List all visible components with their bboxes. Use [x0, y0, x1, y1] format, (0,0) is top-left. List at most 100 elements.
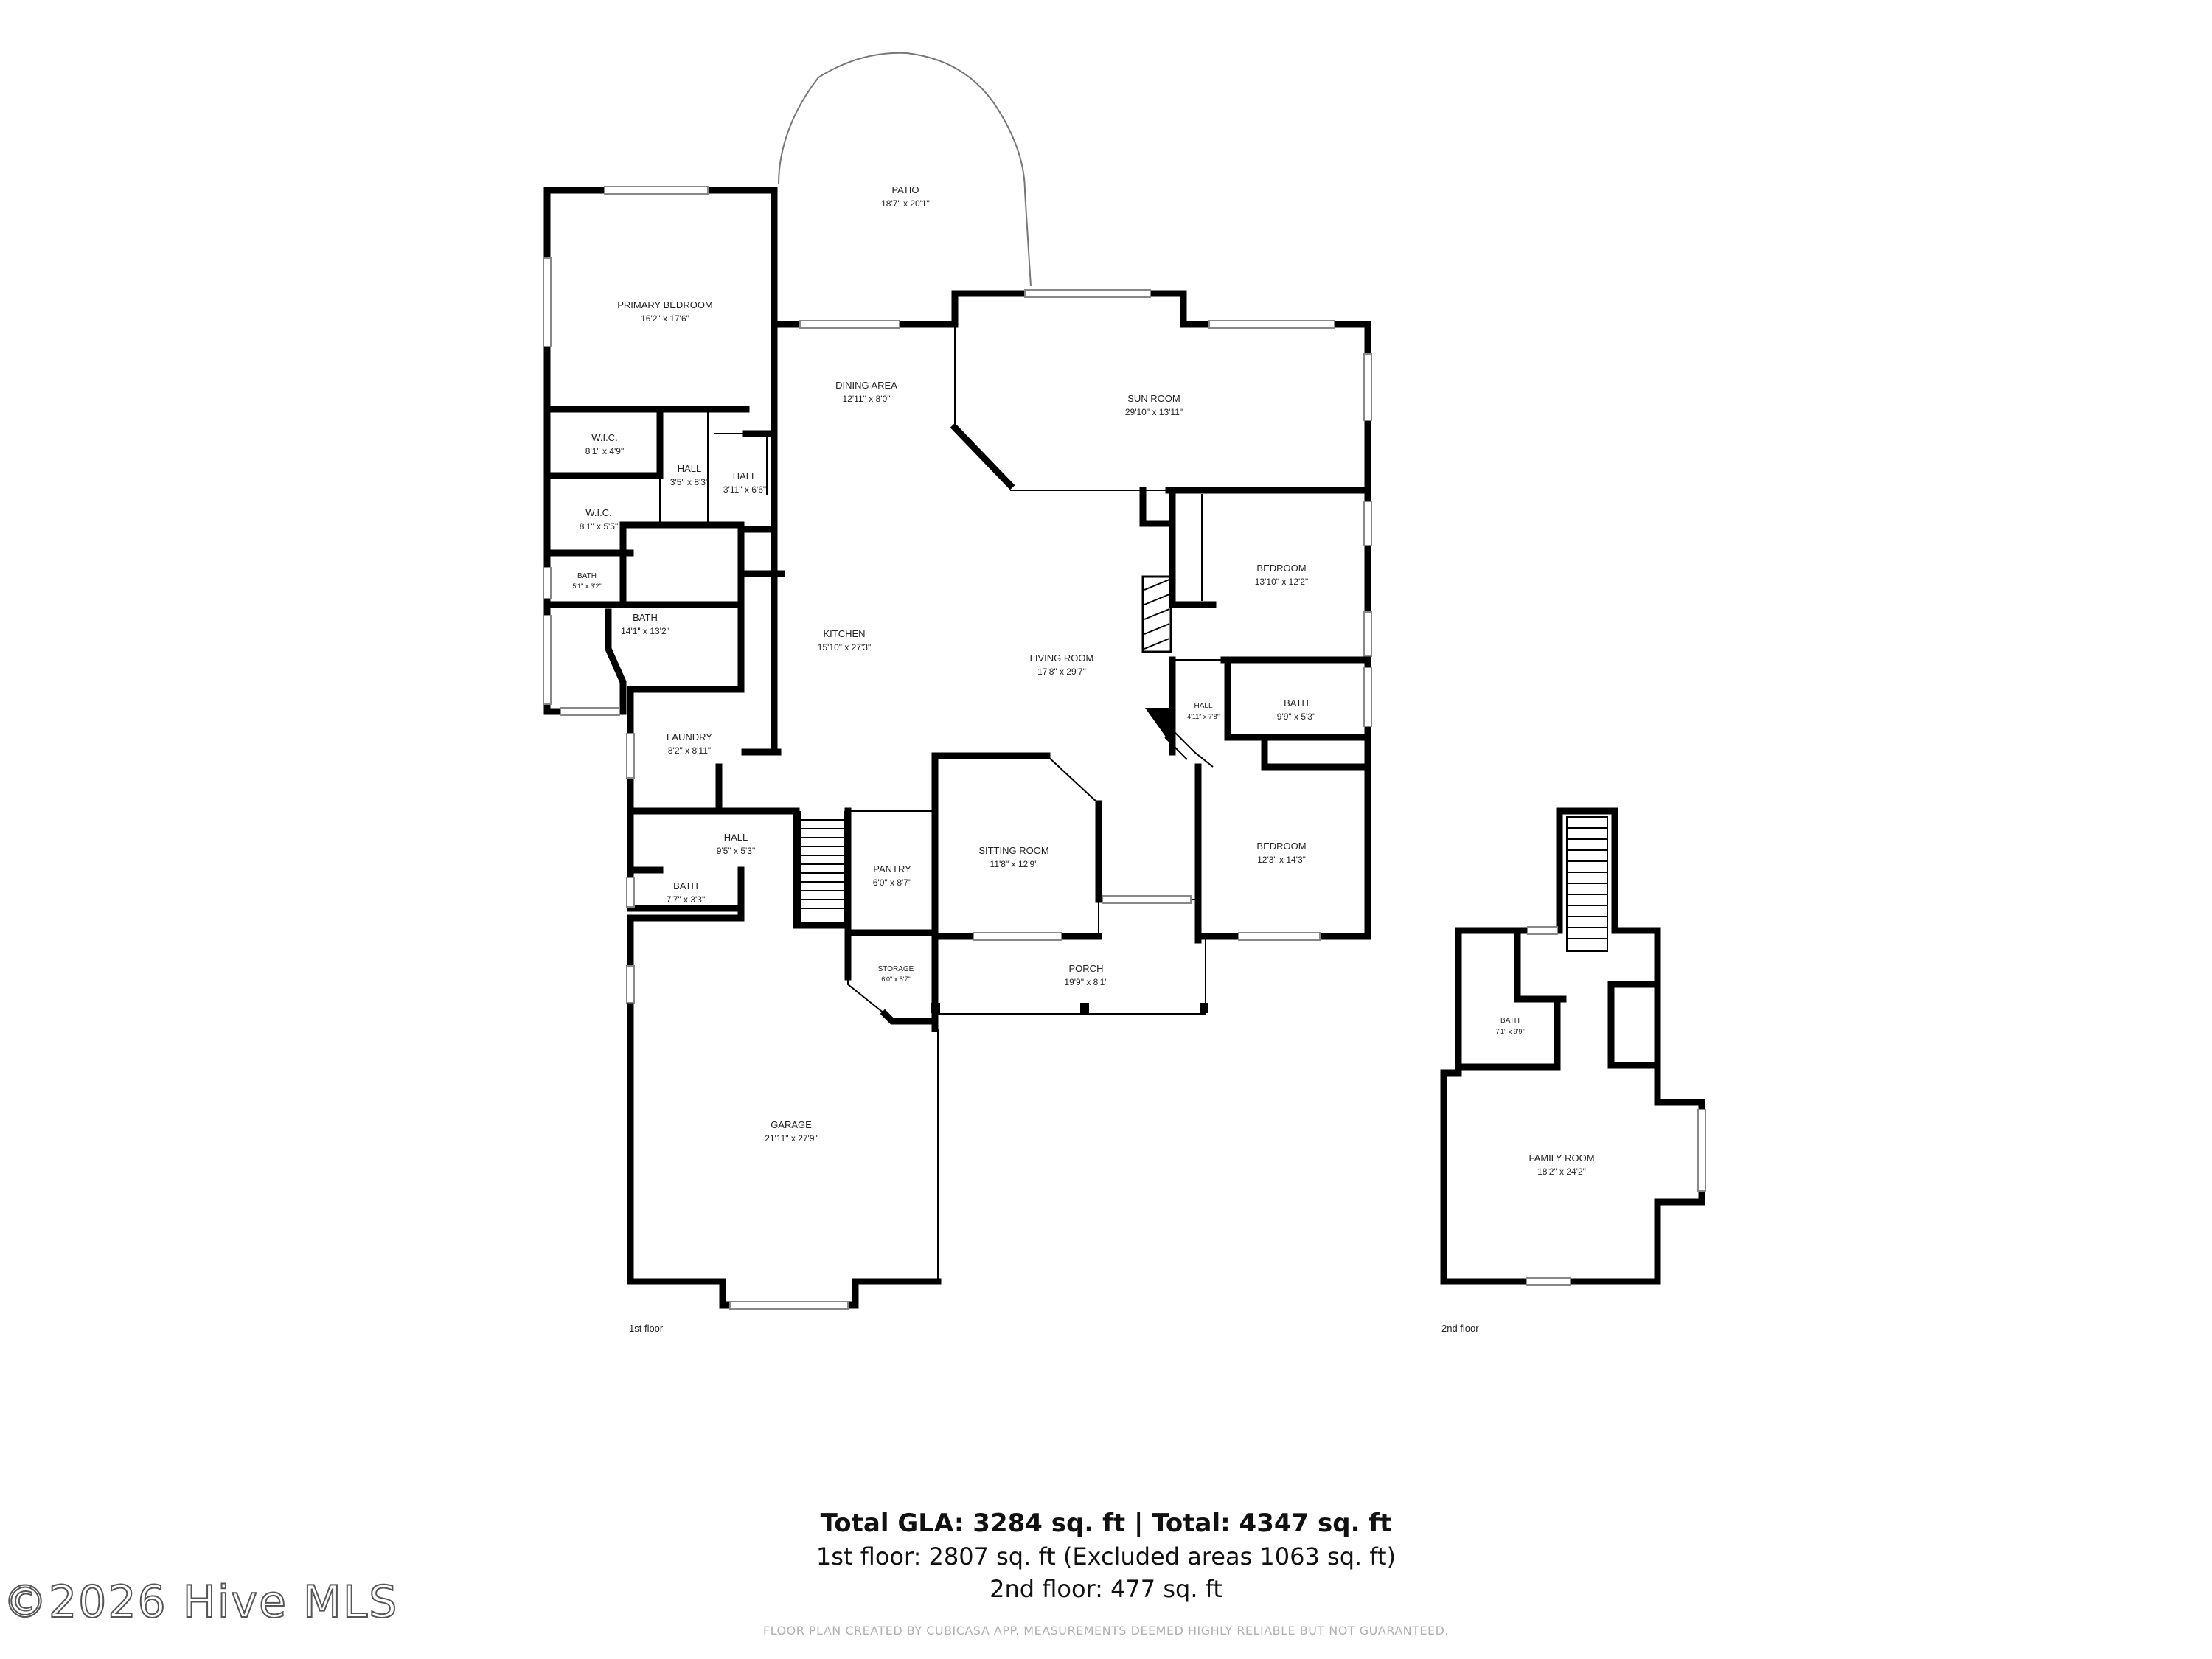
- floor1-area-summary: 1st floor: 2807 sq. ft (Excluded areas 1…: [815, 1543, 1397, 1571]
- svg-text:19'9" x 8'1": 19'9" x 8'1": [1064, 977, 1107, 987]
- svg-text:STORAGE: STORAGE: [878, 965, 914, 973]
- room-label-sitting-room: SITTING ROOM 11'8" x 12'9": [978, 845, 1048, 869]
- sitting-room-walls: [931, 752, 1198, 941]
- svg-text:BATH: BATH: [1284, 698, 1309, 709]
- svg-text:16'2" x 17'6": 16'2" x 17'6": [641, 313, 689, 324]
- second-floor-walls: [1440, 807, 1706, 1286]
- room-label-dining-area: DINING AREA 12'11" x 8'0": [835, 380, 897, 404]
- svg-text:PRIMARY BEDROOM: PRIMARY BEDROOM: [617, 299, 713, 310]
- room-label-bedroom-2: BEDROOM 12'3" x 14'3": [1256, 841, 1306, 865]
- svg-text:LAUNDRY: LAUNDRY: [667, 731, 712, 742]
- primary-bath-walls: [543, 521, 745, 716]
- svg-text:BATH: BATH: [577, 572, 597, 580]
- room-label-family-room: FAMILY ROOM 18'2" x 24'2": [1528, 1152, 1594, 1177]
- wic-hall-walls: [543, 406, 768, 608]
- room-label-wic-2: W.I.C. 8'1" x 5'5": [580, 507, 618, 532]
- svg-text:5'1" x 3'2": 5'1" x 3'2": [572, 582, 601, 590]
- bedroom-2-walls: [1194, 932, 1371, 941]
- room-label-bath-primary: BATH 14'1" x 13'2": [621, 612, 669, 636]
- svg-text:29'10" x 13'11": 29'10" x 13'11": [1125, 407, 1183, 417]
- svg-text:SUN ROOM: SUN ROOM: [1127, 393, 1180, 404]
- room-label-laundry: LAUNDRY 8'2" x 8'11": [667, 731, 712, 756]
- fireplace: [1141, 575, 1172, 741]
- east-wing-walls: [1164, 487, 1372, 944]
- total-area-summary: Total GLA: 3284 sq. ft | Total: 4347 sq.…: [820, 1509, 1392, 1538]
- disclaimer-text: FLOOR PLAN CREATED BY CUBICASA APP. MEAS…: [762, 1624, 1450, 1638]
- main-living-walls: [737, 290, 1220, 756]
- room-label-bedroom-1: BEDROOM 13'10" x 12'2": [1255, 563, 1309, 587]
- svg-text:12'3" x 14'3": 12'3" x 14'3": [1257, 855, 1306, 865]
- room-label-bath-small: BATH 5'1" x 3'2": [572, 572, 601, 590]
- svg-text:11'8" x 12'9": 11'8" x 12'9": [990, 859, 1038, 869]
- svg-text:18'2" x 24'2": 18'2" x 24'2": [1537, 1166, 1586, 1177]
- stairs-1st-floor: [799, 811, 845, 922]
- garage-walls: [626, 914, 942, 1310]
- svg-text:7'1" x 9'9": 7'1" x 9'9": [1495, 1028, 1524, 1035]
- room-label-pantry: PANTRY 6'0" x 8'7": [873, 863, 911, 888]
- svg-text:BATH: BATH: [1500, 1017, 1520, 1025]
- svg-text:LIVING ROOM: LIVING ROOM: [1030, 653, 1094, 664]
- floor-label-1st: 1st floor: [629, 1323, 664, 1334]
- room-label-living-room: LIVING ROOM 17'8" x 29'7": [1030, 653, 1094, 677]
- svg-text:W.I.C.: W.I.C.: [591, 432, 617, 443]
- watermark-text: ©2026 Hive MLS: [2, 1576, 399, 1629]
- room-label-primary-bedroom: PRIMARY BEDROOM 16'2" x 17'6": [617, 299, 713, 324]
- svg-text:DINING AREA: DINING AREA: [835, 380, 897, 391]
- svg-text:HALL: HALL: [678, 463, 702, 474]
- svg-text:BATH: BATH: [673, 880, 698, 891]
- room-label-hall-2: HALL 3'11" x 6'6": [723, 470, 766, 495]
- svg-text:7'7" x 3'3": 7'7" x 3'3": [667, 894, 705, 905]
- svg-text:4'11" x 7'8": 4'11" x 7'8": [1187, 713, 1220, 720]
- svg-text:PATIO: PATIO: [891, 184, 919, 195]
- svg-text:14'1" x 13'2": 14'1" x 13'2": [621, 626, 669, 636]
- porch-walls: [931, 936, 1208, 1015]
- floor-label-2nd: 2nd floor: [1441, 1323, 1479, 1334]
- svg-text:BEDROOM: BEDROOM: [1256, 563, 1306, 574]
- room-label-sun-room: SUN ROOM 29'10" x 13'11": [1125, 393, 1183, 417]
- room-label-hall-1: HALL 3'5" x 8'3": [670, 463, 709, 487]
- svg-text:8'1" x 4'9": 8'1" x 4'9": [585, 446, 624, 456]
- svg-text:3'5" x 8'3": 3'5" x 8'3": [670, 477, 709, 487]
- svg-text:PORCH: PORCH: [1069, 963, 1104, 974]
- svg-text:6'0" x 5'7": 6'0" x 5'7": [881, 975, 910, 983]
- service-walls: [626, 686, 939, 936]
- svg-text:HALL: HALL: [724, 832, 748, 843]
- svg-text:KITCHEN: KITCHEN: [823, 628, 865, 639]
- svg-text:SITTING ROOM: SITTING ROOM: [978, 845, 1048, 856]
- svg-text:8'2" x 8'11": 8'2" x 8'11": [668, 745, 711, 756]
- svg-text:12'11" x 8'0": 12'11" x 8'0": [843, 394, 891, 404]
- svg-text:FAMILY ROOM: FAMILY ROOM: [1528, 1152, 1594, 1164]
- svg-text:W.I.C.: W.I.C.: [585, 507, 611, 518]
- svg-text:9'5" x 5'3": 9'5" x 5'3": [717, 846, 755, 856]
- storage-walls: [844, 929, 939, 1032]
- svg-text:GARAGE: GARAGE: [771, 1119, 812, 1130]
- room-label-storage: STORAGE 6'0" x 5'7": [878, 965, 914, 983]
- room-label-wic-1: W.I.C. 8'1" x 4'9": [585, 432, 624, 456]
- room-label-bath-half: BATH 7'7" x 3'3": [667, 880, 705, 905]
- room-label-hall-3: HALL 4'11" x 7'8": [1187, 702, 1220, 720]
- svg-text:HALL: HALL: [733, 470, 757, 481]
- room-label-garage: GARAGE 21'11" x 27'9": [765, 1119, 818, 1144]
- svg-text:21'11" x 27'9": 21'11" x 27'9": [765, 1133, 818, 1144]
- svg-text:8'1" x 5'5": 8'1" x 5'5": [580, 521, 618, 532]
- patio-outline: [778, 52, 1032, 287]
- svg-text:6'0" x 8'7": 6'0" x 8'7": [873, 877, 911, 888]
- svg-text:17'8" x 29'7": 17'8" x 29'7": [1037, 667, 1086, 677]
- room-label-patio: PATIO 18'7" x 20'1": [881, 184, 930, 209]
- room-label-2nd-bath: BATH 7'1" x 9'9": [1495, 1017, 1524, 1035]
- room-label-kitchen: KITCHEN 15'10" x 27'3": [818, 628, 872, 653]
- svg-text:13'10" x 12'2": 13'10" x 12'2": [1255, 577, 1309, 587]
- svg-text:BATH: BATH: [633, 612, 658, 623]
- svg-text:3'11" x 6'6": 3'11" x 6'6": [723, 484, 766, 495]
- stairs-2nd-floor: [1566, 816, 1608, 952]
- room-label-porch: PORCH 19'9" x 8'1": [1064, 963, 1107, 987]
- svg-text:BEDROOM: BEDROOM: [1256, 841, 1306, 852]
- floor2-area-summary: 2nd floor: 477 sq. ft: [990, 1575, 1222, 1603]
- svg-text:18'7" x 20'1": 18'7" x 20'1": [881, 198, 930, 209]
- sun-room-walls: [951, 289, 1372, 494]
- room-label-hall-4: HALL 9'5" x 5'3": [717, 832, 755, 856]
- room-label-bath-hall: BATH 9'9" x 5'3": [1277, 698, 1315, 722]
- svg-text:PANTRY: PANTRY: [873, 863, 911, 874]
- svg-text:15'10" x 27'3": 15'10" x 27'3": [818, 642, 872, 653]
